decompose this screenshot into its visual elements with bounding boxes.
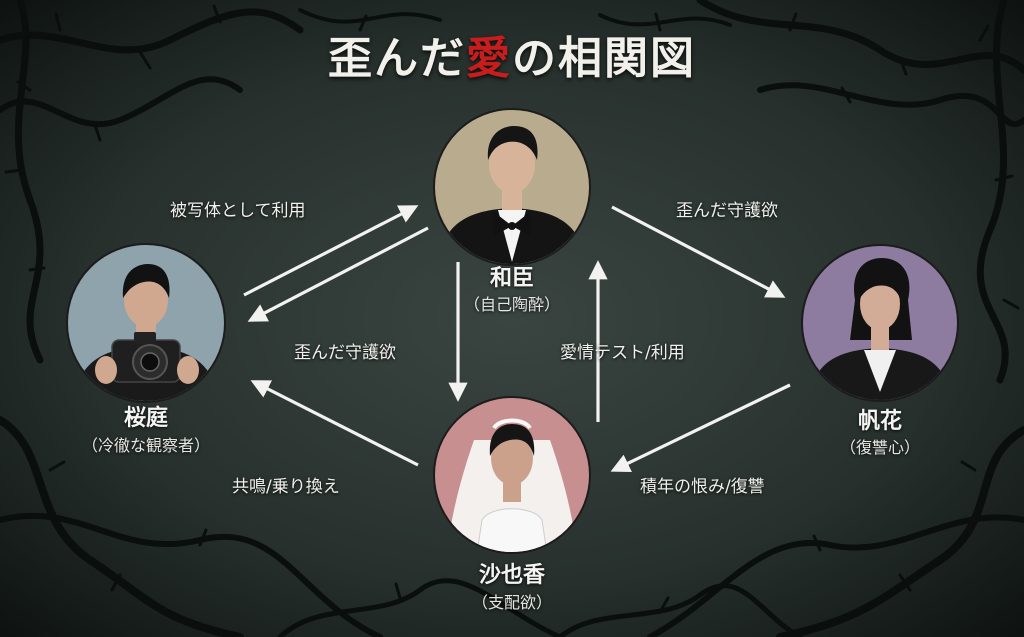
name-sayaka: 沙也香	[478, 563, 545, 588]
name-ouba: 桜庭	[123, 406, 168, 431]
name-kazuomi: 和臣	[489, 266, 534, 291]
label-honoka-to-sayaka: 積年の恨み/復讐	[640, 477, 765, 497]
title-suffix: の相関図	[512, 33, 696, 84]
label-kazuomi-to-honoka: 歪んだ守護欲	[676, 201, 778, 221]
label-sayaka-to-ouba: 共鳴/乗り換え	[232, 477, 340, 497]
woman-suit-icon	[801, 244, 959, 402]
role-ouba: （冷徹な観察者）	[81, 436, 210, 455]
arrow-kazuomi-to-ouba	[247, 226, 429, 322]
label-sayaka-to-kazuomi: 愛情テスト/利用	[560, 343, 685, 363]
photographer-camera-icon	[66, 243, 226, 403]
name-honoka: 帆花	[857, 409, 902, 434]
title-prefix: 歪んだ	[328, 33, 466, 84]
role-honoka: （復讐心）	[839, 438, 920, 457]
label-kazuomi-to-sayaka: 歪んだ守護欲	[294, 343, 396, 363]
relation-arrows	[243, 205, 791, 472]
arrow-sayaka-to-ouba	[250, 380, 419, 467]
page-title: 歪んだ愛の相関図	[0, 22, 1024, 86]
role-kazuomi: （自己陶酔）	[463, 295, 560, 314]
arrow-kazuomi-to-honoka	[611, 205, 786, 298]
title-accent: 愛	[466, 33, 512, 84]
label-ouba-to-kazuomi: 被写体として利用	[170, 201, 306, 221]
groom-tuxedo-icon	[433, 108, 591, 266]
role-sayaka: （支配欲）	[471, 593, 552, 612]
arrow-ouba-to-kazuomi	[243, 205, 419, 297]
bride-veil-icon	[433, 396, 591, 554]
thorn-spikes-decoration	[4, 4, 1020, 614]
arrow-honoka-to-sayaka	[610, 383, 791, 472]
